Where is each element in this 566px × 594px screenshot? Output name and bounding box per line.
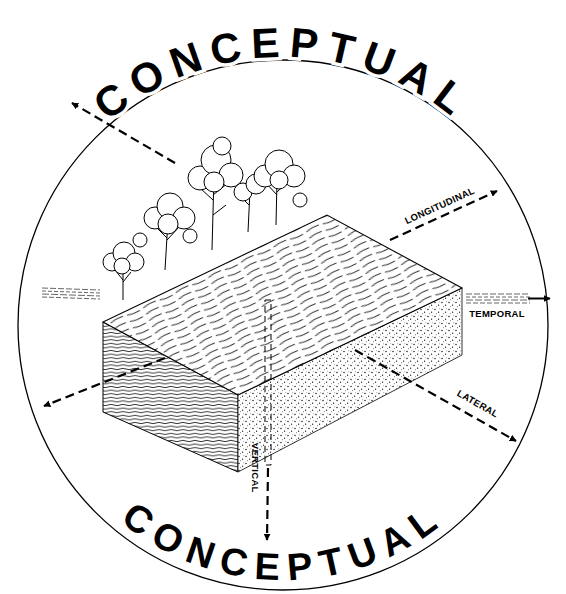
- temporal-bar: [466, 294, 530, 303]
- lateral-arrow: [355, 350, 516, 441]
- longitudinal-arrow: [44, 358, 165, 406]
- frame-circle: [18, 60, 548, 590]
- vertical-arrow: [267, 468, 268, 540]
- top-face-ground: [103, 215, 462, 395]
- vertical-probe: [265, 300, 271, 465]
- axis-label: LATERAL: [456, 389, 500, 420]
- arc-title: CONCEPTUAL: [85, 18, 482, 128]
- arc-title: CONCEPTUAL: [115, 494, 451, 589]
- temporal-arrow: [528, 298, 550, 300]
- temporal-bar: [42, 288, 100, 299]
- axis-label: VERTICAL: [250, 443, 260, 493]
- axis-label: LONGITUDINAL: [404, 186, 477, 226]
- top-face: [103, 215, 462, 395]
- axis-label: TEMPORAL: [469, 309, 525, 319]
